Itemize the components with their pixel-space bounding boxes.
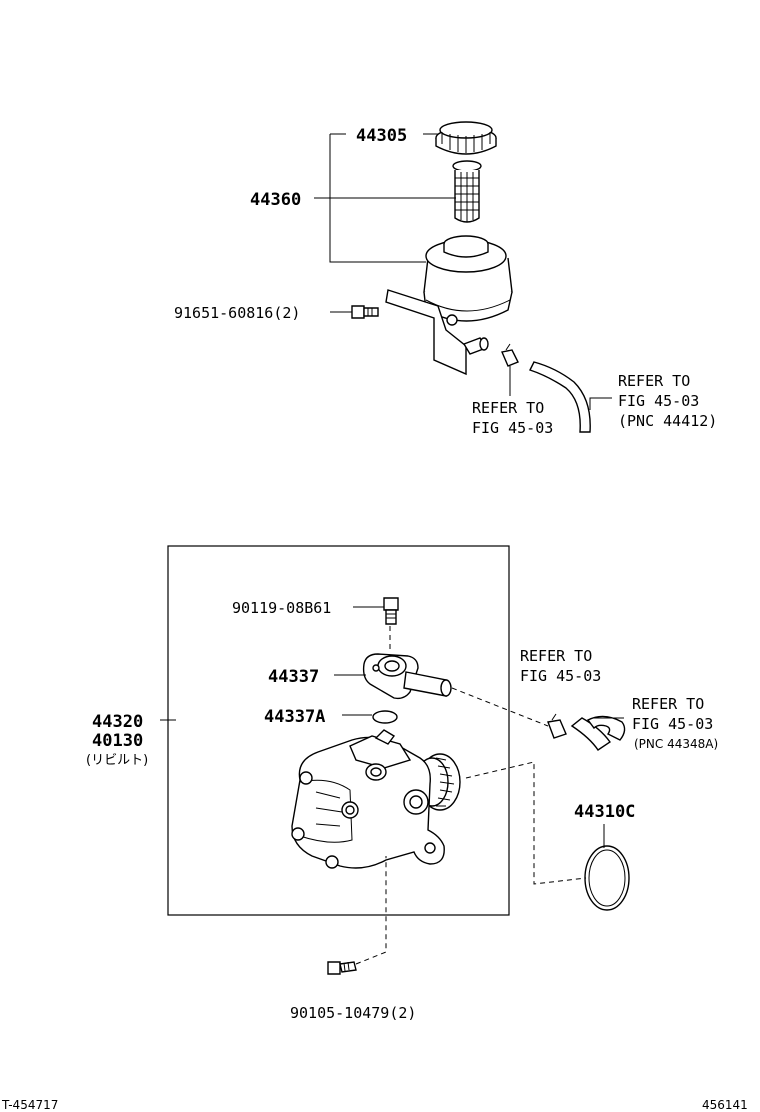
oring-part-number: 44337A [264, 707, 325, 727]
gasket-part-number: 44310C [574, 802, 635, 822]
fig-reference: FIG 45-03 [520, 667, 601, 685]
fig-reference: FIG 45-03 [472, 419, 553, 437]
fig-reference: FIG 45-03 [632, 715, 713, 733]
hose-icon [570, 715, 626, 751]
strainer-icon [452, 160, 482, 223]
page-code: 456141 [702, 1098, 748, 1112]
power-steering-pump-icon [291, 729, 461, 869]
union-fitting-icon [362, 653, 452, 700]
refer-to-label: REFER TO [632, 695, 704, 713]
pump-assembly-box [167, 545, 510, 916]
pump-bolt-part-number: 90105-10479(2) [290, 1004, 416, 1022]
fig-reference: FIG 45-03 [618, 392, 699, 410]
bolt-icon [327, 961, 357, 975]
union-part-number: 44337 [268, 667, 319, 687]
pump-assy-part-number: 44320 [92, 712, 143, 732]
pump-rebuilt-part-number: 40130 [92, 731, 143, 751]
reservoir-tank-icon [385, 235, 513, 376]
reservoir-bolt-part-number: 91651-60816(2) [174, 304, 300, 322]
bolt-icon [383, 597, 399, 625]
hose-clamp-icon [547, 713, 567, 739]
o-ring-icon [372, 710, 398, 724]
refer-to-label: REFER TO [472, 399, 544, 417]
cap-part-number: 44305 [356, 126, 407, 146]
strainer-part-number: 44360 [250, 190, 301, 210]
refer-to-label: REFER TO [618, 372, 690, 390]
illustration-code: T-454717 [1, 1098, 58, 1112]
hose-icon [529, 361, 591, 433]
refer-to-label: REFER TO [520, 647, 592, 665]
reservoir-cap-icon [435, 121, 497, 155]
hose-clamp-icon [501, 343, 519, 367]
union-bolt-part-number: 90119-08B61 [232, 599, 331, 617]
gasket-ring-icon [584, 845, 630, 911]
pnc-reference: (PNC 44348A) [634, 737, 718, 751]
rebuilt-note: (リビルト) [86, 753, 148, 768]
pnc-reference: (PNC 44412) [618, 412, 717, 430]
bolt-icon [351, 305, 379, 319]
